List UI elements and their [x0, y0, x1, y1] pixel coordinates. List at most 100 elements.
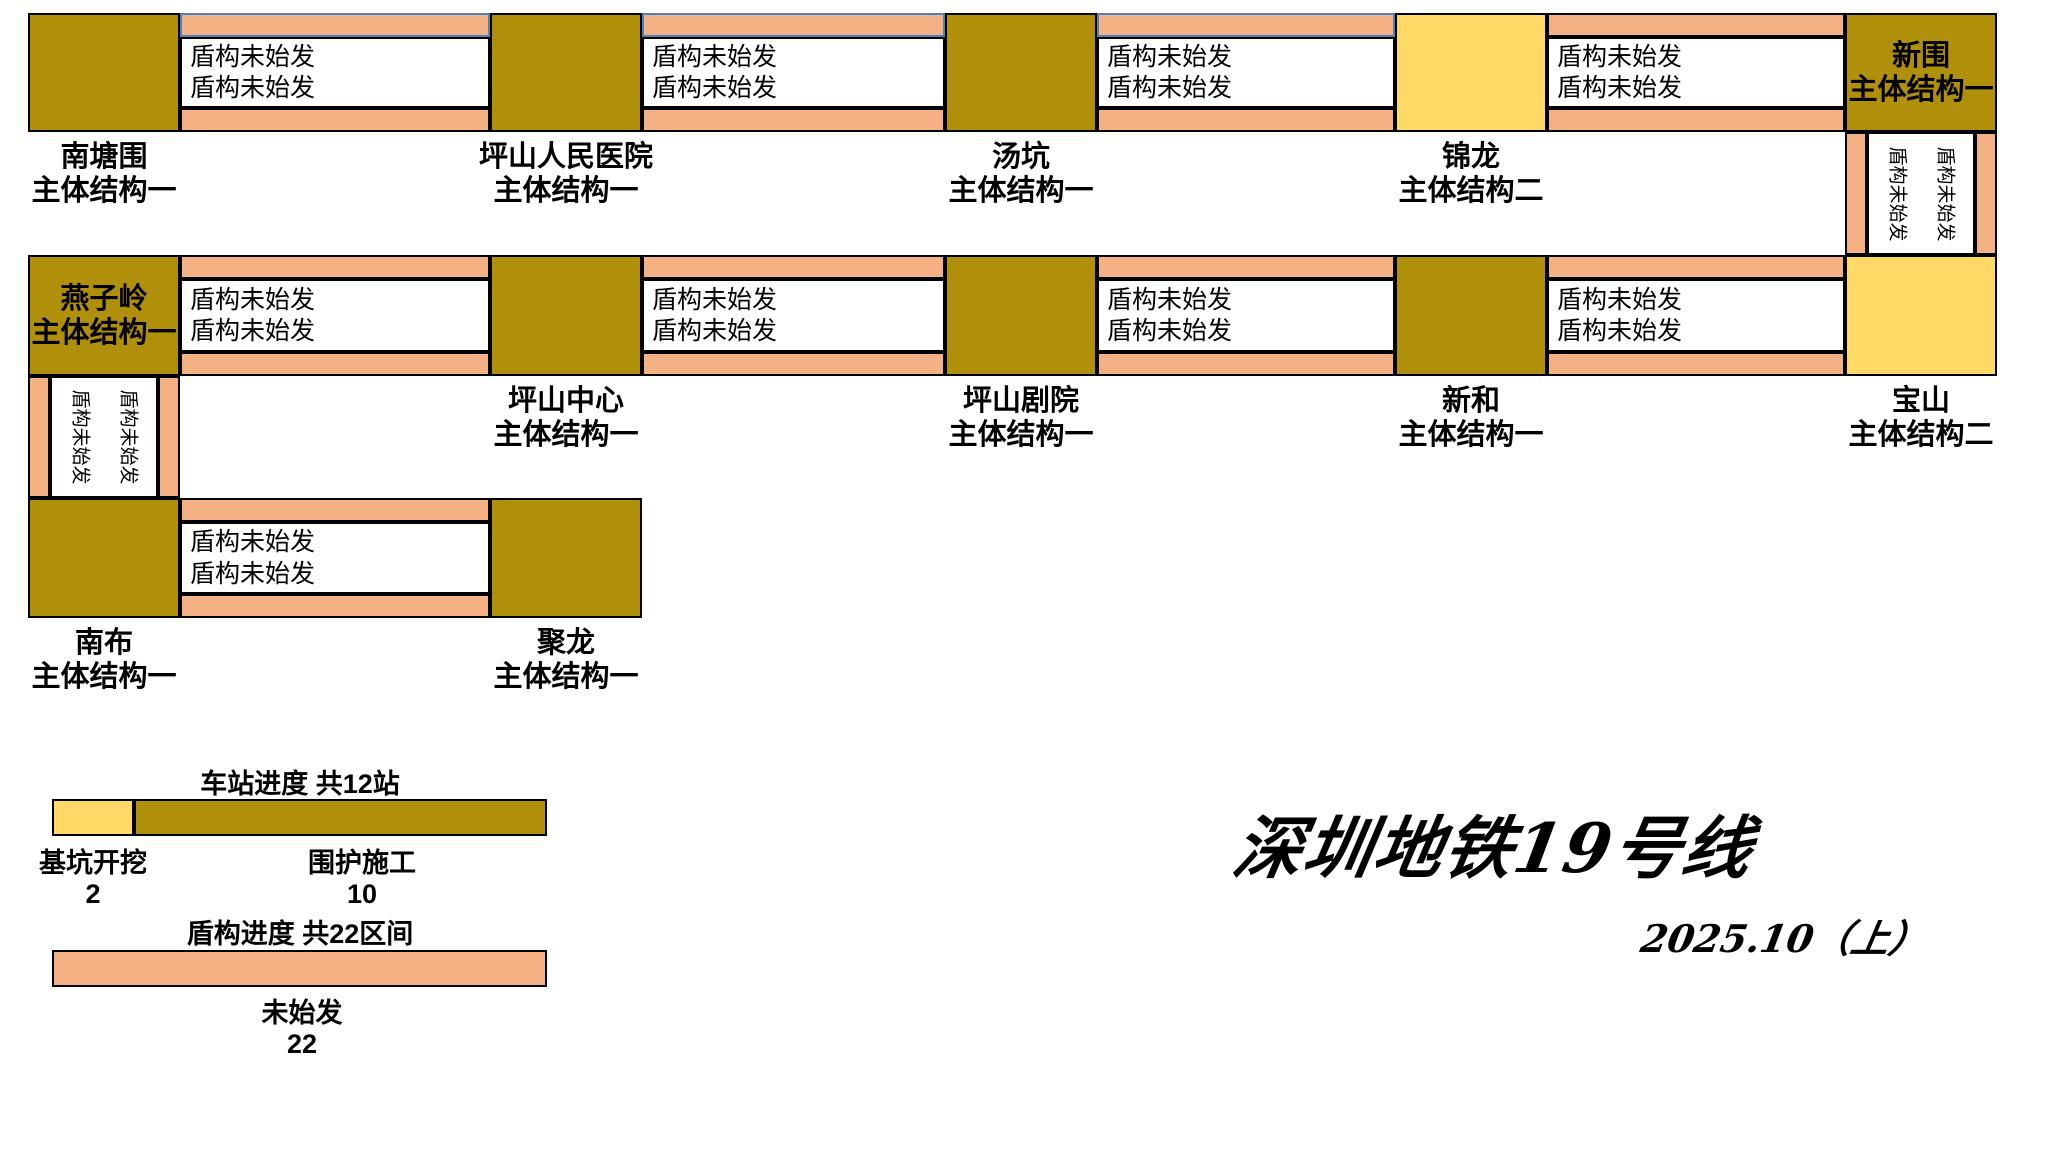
- tunnel-status-text: 盾构未始发: [1557, 285, 1683, 314]
- station-box-julong: [490, 498, 642, 618]
- station-name: 新和: [1441, 385, 1500, 417]
- station-label-pingshan-peoples-hospital: 坪山人民医院 主体结构一: [414, 140, 718, 208]
- station-name: 坪山中心: [507, 385, 624, 417]
- tunnel-bar-top: [642, 255, 945, 279]
- station-name: 聚龙: [536, 627, 595, 659]
- station-name: 新围: [1891, 39, 1950, 72]
- tunnel-bar-bottom: [1097, 108, 1395, 132]
- station-status: 主体结构一: [31, 175, 177, 207]
- tunnel-segment-xinhe-baoshan: 盾构未始发 盾构未始发: [1547, 255, 1845, 376]
- tunnel-segment-nanbu-julong: 盾构未始发 盾构未始发: [180, 498, 490, 618]
- station-status: 主体结构一: [31, 661, 177, 693]
- tunnel-status-text: 盾构未始发: [190, 317, 316, 346]
- tunnel-bar-left: [1845, 132, 1867, 255]
- tunnel-status-text: 盾构未始发: [1934, 145, 1956, 242]
- tunnel-status-box: 盾构未始发 盾构未始发: [1867, 132, 1975, 255]
- tunnel-bar-top: [180, 498, 490, 522]
- station-box-xinwei: 新围 主体结构一: [1845, 13, 1997, 132]
- tunnel-bar-top: [642, 13, 945, 37]
- station-name: 宝山: [1891, 385, 1950, 417]
- tunnel-status-text: 盾构未始发: [190, 559, 316, 588]
- tunnel-bar-bottom: [1097, 352, 1395, 376]
- station-box-pingshan-peoples-hospital: [490, 13, 642, 132]
- tunnel-status-text: 盾构未始发: [652, 317, 778, 346]
- station-name: 南布: [74, 627, 133, 659]
- legend-pit-excavation-label: 基坑开挖 2: [0, 848, 245, 910]
- legend-item-count: 10: [346, 879, 378, 909]
- tunnel-segment-hospital-tangkeng: 盾构未始发 盾构未始发: [642, 13, 945, 132]
- tunnel-bar-top: [180, 13, 490, 37]
- station-name: 坪山剧院: [962, 385, 1079, 417]
- station-box-yanziling: 燕子岭 主体结构一: [28, 255, 180, 376]
- station-label-pingshan-theater: 坪山剧院 主体结构一: [869, 384, 1173, 452]
- station-status: 主体结构一: [1848, 73, 1994, 106]
- tunnel-bar-top: [180, 255, 490, 279]
- station-box-jinlong: [1395, 13, 1547, 132]
- tunnel-bar-right: [158, 376, 180, 498]
- station-box-nanbu: [28, 498, 180, 618]
- legend-not-launched-swatch: [52, 950, 547, 987]
- tunnel-status-text: 盾构未始发: [69, 389, 91, 485]
- tunnel-status-text: 盾构未始发: [1557, 317, 1683, 346]
- station-label-xinhe: 新和 主体结构一: [1319, 384, 1623, 452]
- legend-item-count: 2: [85, 879, 101, 909]
- station-label-julong: 聚龙 主体结构一: [414, 626, 718, 694]
- tunnel-status-box: 盾构未始发 盾构未始发: [1097, 37, 1395, 108]
- legend-tunnel-progress-bar: [52, 950, 547, 987]
- legend-item-label: 围护施工: [308, 848, 416, 878]
- tunnel-status-text: 盾构未始发: [1107, 285, 1233, 314]
- station-box-pingshan-theater: [945, 255, 1097, 376]
- station-box-xinhe: [1395, 255, 1547, 376]
- tunnel-status-text: 盾构未始发: [1557, 74, 1683, 102]
- tunnel-status-box: 盾构未始发 盾构未始发: [180, 37, 490, 108]
- tunnel-bar-top: [1097, 13, 1395, 37]
- tunnel-status-text: 盾构未始发: [652, 285, 778, 314]
- station-status: 主体结构一: [31, 316, 177, 349]
- station-label-yanziling: 燕子岭 主体结构一: [30, 257, 178, 374]
- tunnel-bar-top: [1097, 255, 1395, 279]
- tunnel-status-box: 盾构未始发 盾构未始发: [50, 376, 158, 498]
- tunnel-status-text: 盾构未始发: [1107, 43, 1233, 71]
- tunnel-bar-bottom: [642, 352, 945, 376]
- legend-not-launched-label: 未始发 22: [150, 998, 454, 1060]
- tunnel-bar-bottom: [642, 108, 945, 132]
- station-name: 燕子岭: [60, 282, 148, 315]
- station-label-nanbu: 南布 主体结构一: [0, 626, 256, 694]
- station-status: 主体结构二: [1848, 419, 1994, 451]
- tunnel-status-box: 盾构未始发 盾构未始发: [180, 279, 490, 352]
- station-label-nantangwei: 南塘围 主体结构一: [0, 140, 256, 208]
- station-box-baoshan: [1845, 255, 1997, 376]
- tunnel-status-text: 盾构未始发: [190, 285, 316, 314]
- tunnel-status-text: 盾构未始发: [190, 43, 316, 71]
- tunnel-status-text: 盾构未始发: [652, 43, 778, 71]
- station-label-jinlong: 锦龙 主体结构二: [1319, 140, 1623, 208]
- tunnel-bar-bottom: [180, 594, 490, 618]
- legend-pit-excavation-swatch: [52, 799, 134, 836]
- legend-station-progress-bar: [52, 799, 547, 836]
- tunnel-status-text: 盾构未始发: [1107, 317, 1233, 346]
- station-label-tangkeng: 汤坑 主体结构一: [869, 140, 1173, 208]
- legend-enclosure-construction-swatch: [134, 799, 547, 836]
- tunnel-segment-theater-xinhe: 盾构未始发 盾构未始发: [1097, 255, 1395, 376]
- tunnel-status-box: 盾构未始发 盾构未始发: [1097, 279, 1395, 352]
- station-label-pingshan-center: 坪山中心 主体结构一: [414, 384, 718, 452]
- station-status: 主体结构一: [948, 175, 1094, 207]
- tunnel-bar-right: [1975, 132, 1997, 255]
- legend-item-label: 未始发: [261, 998, 343, 1028]
- station-name: 汤坑: [991, 141, 1050, 173]
- tunnel-status-box: 盾构未始发 盾构未始发: [1547, 279, 1845, 352]
- tunnel-status-text: 盾构未始发: [1886, 145, 1908, 242]
- station-name: 坪山人民医院: [478, 141, 653, 173]
- tunnel-status-box: 盾构未始发 盾构未始发: [180, 522, 490, 594]
- tunnel-bar-bottom: [180, 352, 490, 376]
- tunnel-bar-bottom: [1547, 352, 1845, 376]
- legend-tunnel-progress-title: 盾构进度 共22区间: [186, 919, 414, 949]
- tunnel-segment-yanziling-pingshancenter: 盾构未始发 盾构未始发: [180, 255, 490, 376]
- tunnel-status-text: 盾构未始发: [190, 74, 316, 102]
- legend-enclosure-construction-label: 围护施工 10: [210, 848, 514, 910]
- legend-station-progress-title: 车站进度 共12站: [200, 769, 400, 799]
- tunnel-status-text: 盾构未始发: [117, 389, 139, 485]
- tunnel-segment-xinwei-baoshan: 盾构未始发 盾构未始发: [1845, 132, 1997, 255]
- station-status: 主体结构一: [493, 661, 639, 693]
